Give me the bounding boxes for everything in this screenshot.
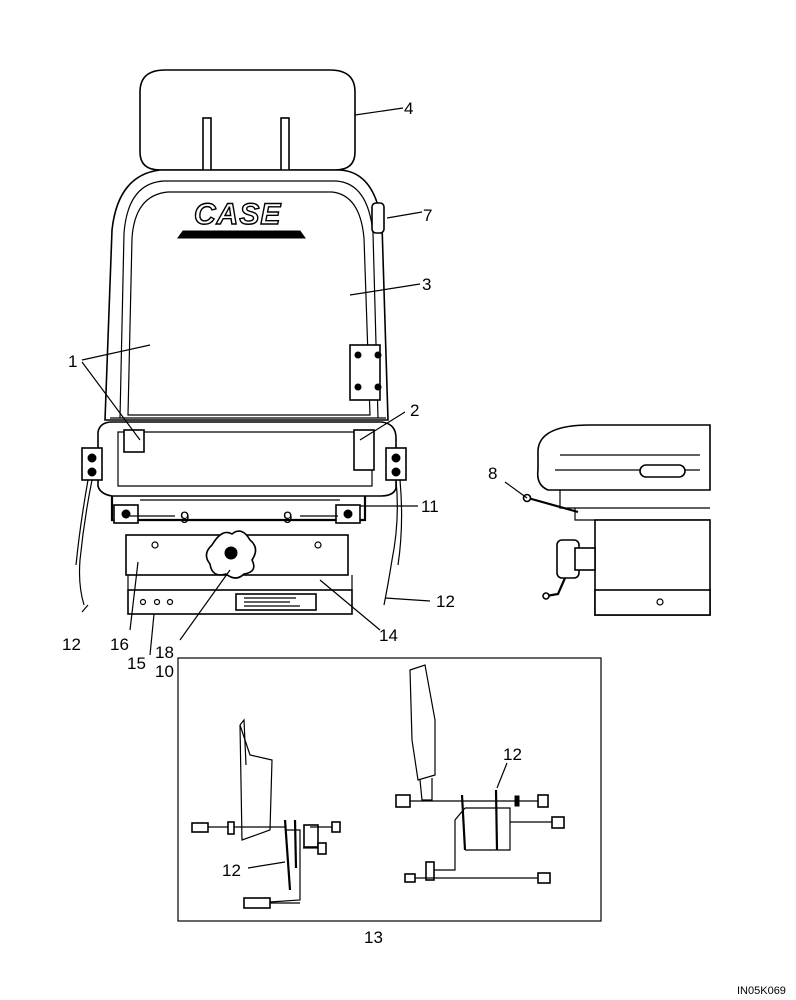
side-bracket-left [81, 447, 103, 481]
label-10: 10 [155, 662, 174, 681]
label-11: 11 [421, 497, 439, 516]
svg-text:CASE: CASE [194, 198, 281, 231]
label-8: 8 [488, 464, 497, 483]
seat-cushion [97, 421, 397, 497]
seat-side-view [504, 424, 711, 616]
seat-belts [75, 479, 403, 606]
label-2: 2 [410, 401, 419, 420]
drawing-reference: IN05K069 [737, 985, 786, 997]
leader-lines-main [81, 107, 431, 656]
side-bracket-right [385, 447, 407, 481]
backrest-panel [127, 191, 371, 416]
seat-front-view: CASE [75, 69, 407, 615]
slide-rails [110, 496, 367, 524]
detail-right [395, 664, 565, 884]
label-14: 14 [379, 626, 398, 645]
label-16: 16 [110, 635, 129, 654]
detail-frame [177, 657, 602, 922]
label-9-right: 9 [283, 508, 292, 527]
label-9-left: 9 [180, 508, 189, 527]
label-12-right: 12 [436, 592, 455, 611]
label-4: 4 [404, 99, 413, 118]
detail-left [191, 718, 341, 909]
case-logo: CASE [177, 197, 306, 239]
label-7: 7 [423, 206, 432, 225]
recline-bracket [349, 344, 382, 401]
weight-adjust-knob [205, 530, 257, 579]
label-15: 15 [127, 654, 146, 673]
label-18: 18 [155, 643, 174, 662]
label-3: 3 [422, 275, 431, 294]
side-lever [527, 496, 579, 514]
label-12-left: 12 [62, 635, 81, 654]
label-13: 13 [364, 928, 383, 947]
seatbelt-mounting-detail [177, 657, 602, 922]
label-1: 1 [68, 352, 77, 371]
headrest [139, 69, 356, 171]
label-12-detail-left: 12 [222, 861, 241, 880]
backrest-lever [371, 202, 385, 234]
part-labels: 4 7 3 1 2 8 9 9 11 12 12 16 14 15 18 10 … [62, 99, 786, 997]
side-cushion [536, 424, 711, 491]
side-knob [542, 539, 596, 600]
label-12-detail-right: 12 [503, 745, 522, 764]
